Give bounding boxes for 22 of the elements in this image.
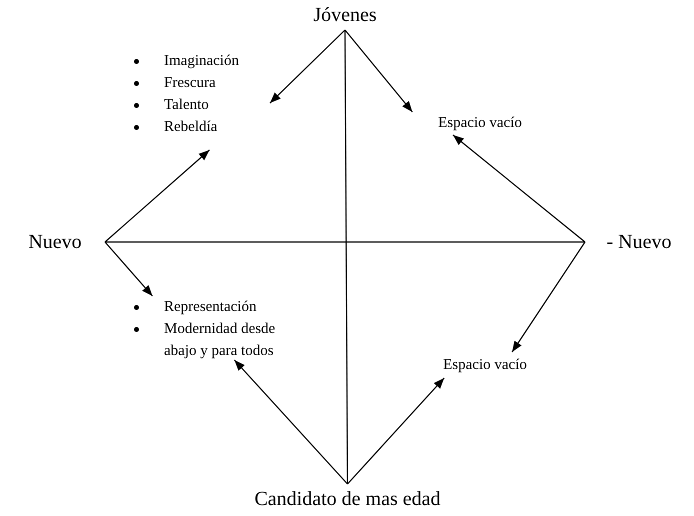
axis-label: Jóvenes <box>300 0 390 30</box>
bullet-item: Representación <box>164 299 256 315</box>
quadrant-label: Espacio vacío <box>405 112 555 135</box>
arrow <box>512 242 586 352</box>
arrow <box>234 360 348 484</box>
arrow <box>104 242 153 296</box>
bullet-item: Frescura <box>164 75 216 91</box>
arrow <box>344 30 413 112</box>
quadrant-label: Espacio vacío <box>410 352 560 378</box>
axis-line <box>344 30 348 484</box>
bullet-item: Rebeldía <box>164 119 218 135</box>
arrow <box>452 134 586 242</box>
axis-label: - Nuevo <box>585 228 693 256</box>
arrow <box>347 378 445 484</box>
axis-line <box>105 241 585 243</box>
axis-label: Candidato de mas edad <box>215 484 480 514</box>
bullet-item: Talento <box>164 97 209 113</box>
axis-label: Nuevo <box>5 228 105 256</box>
bullet-item: Imaginación <box>164 53 239 69</box>
bullet-item: Modernidad desde abajo y para todos <box>164 321 276 359</box>
arrow <box>104 150 210 242</box>
arrow <box>270 30 346 104</box>
